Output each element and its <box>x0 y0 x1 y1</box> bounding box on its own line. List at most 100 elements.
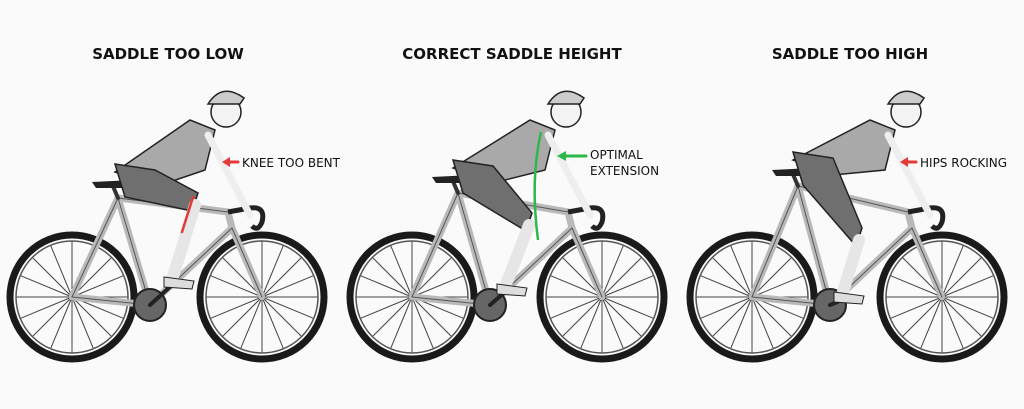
spoke <box>411 275 464 298</box>
frame-outline <box>117 197 151 306</box>
spoke <box>751 275 804 298</box>
rim <box>695 240 809 354</box>
spoke <box>601 257 642 298</box>
spoke <box>941 245 964 298</box>
spoke <box>941 275 994 298</box>
spoke <box>210 296 263 319</box>
spoke <box>751 257 792 298</box>
frame-outline <box>797 185 831 306</box>
handlebar <box>567 205 606 231</box>
spoke <box>712 257 753 298</box>
spoke <box>902 296 943 337</box>
spoke <box>261 296 284 349</box>
arm <box>884 131 934 219</box>
spoke <box>550 275 603 298</box>
spoke <box>941 257 982 298</box>
spoke <box>240 296 263 349</box>
spoke <box>20 275 73 298</box>
spoke <box>261 257 302 298</box>
spoke <box>601 296 642 337</box>
spoke <box>941 296 964 349</box>
arm <box>204 131 254 219</box>
frame-outline <box>911 227 943 298</box>
spoke <box>222 296 263 337</box>
spoke <box>261 296 302 337</box>
spoke <box>372 257 413 298</box>
rim <box>885 240 999 354</box>
rim <box>15 240 129 354</box>
note-knee-too-bent: KNEE TOO BENT <box>242 156 340 170</box>
tire <box>686 231 818 363</box>
spoke <box>411 296 452 337</box>
spoke <box>372 296 413 337</box>
handlebar <box>227 205 266 231</box>
spoke <box>50 245 73 298</box>
helmet <box>886 90 926 105</box>
rider <box>791 90 934 305</box>
spoke <box>751 296 774 349</box>
rim <box>355 240 469 354</box>
spoke <box>890 275 943 298</box>
arrow-head <box>222 157 230 167</box>
spoke <box>562 296 603 337</box>
rider <box>451 90 594 297</box>
spoke <box>71 296 112 337</box>
spoke <box>261 245 284 298</box>
spoke <box>71 296 94 349</box>
rim <box>205 240 319 354</box>
shoe <box>833 291 865 305</box>
note-hips-rocking: HIPS ROCKING <box>920 156 1008 170</box>
crank-arm <box>148 283 174 307</box>
frame-outline <box>457 192 491 306</box>
spoke <box>730 296 753 349</box>
green-leg-line <box>533 131 543 241</box>
tire <box>346 231 478 363</box>
shoe <box>163 276 195 290</box>
spoke <box>360 275 413 298</box>
arrow-head <box>557 151 566 161</box>
spoke <box>601 245 624 298</box>
note-line-2: EXTENSION <box>590 164 660 178</box>
tire <box>536 231 668 363</box>
spoke <box>20 296 73 319</box>
shoe <box>496 283 528 297</box>
bike-rider-3 <box>686 90 1008 363</box>
spoke <box>700 275 753 298</box>
helmet <box>206 90 246 105</box>
spoke <box>890 296 943 319</box>
rim <box>545 240 659 354</box>
spoke <box>920 296 943 349</box>
lower-leg <box>499 219 535 293</box>
note-line-1: OPTIMAL <box>590 148 643 162</box>
note-optimal-extension: OPTIMAL EXTENSION <box>590 147 659 179</box>
spoke <box>261 296 314 319</box>
handlebar <box>907 205 946 231</box>
spoke <box>390 245 413 298</box>
spoke <box>580 296 603 349</box>
spoke <box>601 296 624 349</box>
rear-wheel <box>6 231 138 363</box>
spoke <box>32 257 73 298</box>
spoke <box>50 296 73 349</box>
front-wheel <box>196 231 328 363</box>
arrow-head <box>900 157 908 167</box>
frame-outline <box>411 192 459 298</box>
spoke <box>601 275 654 298</box>
spoke <box>411 296 434 349</box>
helmet <box>546 90 586 105</box>
tire <box>876 231 1008 363</box>
tire <box>6 231 138 363</box>
rider <box>113 90 254 290</box>
frame-outline <box>751 185 799 298</box>
spoke <box>360 296 413 319</box>
spoke <box>210 275 263 298</box>
spoke <box>712 296 753 337</box>
title-correct-saddle-height: CORRECT SADDLE HEIGHT <box>402 45 622 63</box>
title-saddle-too-high: SADDLE TOO HIGH <box>771 45 929 63</box>
spoke <box>700 296 753 319</box>
spoke <box>261 275 314 298</box>
spoke <box>730 245 753 298</box>
spoke <box>941 296 994 319</box>
red-arrow-knee-bend <box>180 195 195 234</box>
